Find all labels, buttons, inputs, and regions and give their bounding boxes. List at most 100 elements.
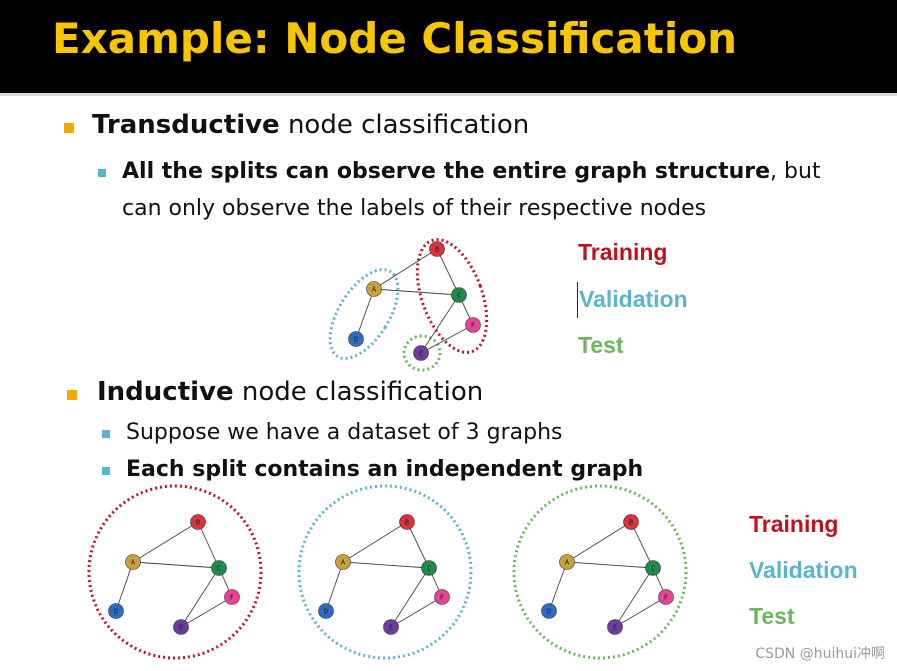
section2-heading-bold: Inductive: [97, 377, 234, 407]
graph-node-label: E: [389, 624, 393, 632]
graph-edge-BC: [436, 248, 460, 296]
graph-node-label: C: [651, 565, 655, 573]
graph-node-label: F: [440, 594, 444, 602]
graph-edge-AB: [373, 248, 438, 290]
graph-node-b: [623, 514, 639, 530]
graph-edge-CE: [390, 567, 430, 628]
text-cursor: [577, 282, 578, 318]
graph-node-label: B: [629, 519, 633, 527]
section1-heading-bold: Transductive: [92, 110, 280, 140]
graph-edge-EF: [180, 596, 233, 628]
graph-node-label: F: [471, 322, 475, 330]
legend-test: Test: [578, 332, 624, 358]
test-split-ellipse: [402, 334, 442, 372]
sub-bullet: [102, 430, 110, 438]
graph-node-e: [607, 619, 623, 635]
validation-split-ellipse: [328, 268, 400, 360]
test-graph: A B C D E F: [541, 514, 674, 635]
graph-node-c: [421, 560, 437, 576]
graph-node-label: D: [547, 608, 551, 616]
test-graph-circle: [512, 484, 688, 660]
graph-node-label: E: [179, 624, 183, 632]
sub-bullet: [98, 169, 106, 177]
section1-sub-rest: , but: [770, 159, 821, 184]
graph-edge-AD: [355, 288, 375, 340]
transductive-graph: A B C D E F: [348, 241, 481, 361]
graph-node-label: C: [457, 292, 461, 300]
graph-edge-BC: [406, 521, 430, 569]
section2-sub1: Suppose we have a dataset of 3 graphs: [126, 420, 563, 445]
graph-node-e: [413, 345, 429, 361]
section1-heading-rest: node classification: [279, 110, 530, 140]
bullet-square: [67, 390, 77, 400]
graph-node-b: [190, 514, 206, 530]
graph-node-label: E: [419, 350, 423, 358]
graph-edge-AB: [566, 521, 632, 563]
graph-node-label: A: [372, 286, 377, 294]
graph-node-d: [108, 603, 124, 619]
section2-sub2: Each split contains an independent graph: [126, 457, 644, 482]
graph-node-label: D: [324, 608, 328, 616]
graph-node-b: [429, 241, 445, 257]
legend-training-2: Training: [749, 511, 839, 537]
graph-node-label: A: [565, 559, 570, 567]
training-split-ellipse: [415, 238, 489, 354]
training-graph-circle: [87, 484, 263, 660]
graph-node-f: [224, 589, 240, 605]
validation-graph-circle: [297, 484, 473, 660]
graph-node-f: [658, 589, 674, 605]
graph-node-label: D: [114, 608, 118, 616]
graph-edge-AD: [548, 561, 568, 612]
graph-edge-CE: [614, 567, 654, 628]
section1-heading: Transductive node classification: [92, 110, 529, 140]
graph-node-a: [366, 281, 382, 297]
graph-edge-AD: [115, 561, 134, 612]
graph-node-a: [335, 554, 351, 570]
graph-node-label: D: [354, 336, 358, 344]
graph-node-f: [465, 317, 481, 333]
graph-node-label: B: [405, 519, 409, 527]
legend-test-2: Test: [749, 603, 795, 629]
title-bar: Example: Node Classification: [0, 0, 897, 93]
graph-edge-AC: [566, 561, 654, 569]
graph-node-c: [211, 560, 227, 576]
graph-edge-EF: [420, 324, 474, 354]
graph-node-c: [645, 560, 661, 576]
graph-node-f: [434, 589, 450, 605]
graph-node-label: A: [341, 559, 346, 567]
slide-title: Example: Node Classification: [52, 14, 737, 63]
graph-node-c: [451, 287, 467, 303]
graph-node-d: [348, 331, 364, 347]
graph-node-d: [541, 603, 557, 619]
graph-node-label: B: [435, 246, 439, 254]
graph-edge-AB: [132, 521, 199, 563]
graph-edge-AD: [325, 561, 344, 612]
section1-sub-bold: All the splits can observe the entire gr…: [122, 159, 771, 184]
graph-edge-CE: [180, 567, 220, 628]
graph-edge-BC: [197, 521, 220, 569]
graph-node-b: [399, 514, 415, 530]
legend-validation: Validation: [579, 286, 688, 312]
watermark: CSDN @huihui冲啊: [755, 646, 885, 662]
graph-node-label: E: [613, 624, 617, 632]
graph-node-label: C: [217, 565, 221, 573]
bullet-square: [64, 123, 74, 133]
graph-node-label: B: [196, 519, 200, 527]
graph-edge-BC: [630, 521, 654, 569]
section1-sub-line2: can only observe the labels of their res…: [122, 196, 707, 221]
graph-node-d: [318, 603, 334, 619]
graph-node-label: F: [664, 594, 668, 602]
graph-edge-EF: [614, 596, 667, 628]
legend-validation-2: Validation: [749, 557, 858, 583]
graph-node-e: [173, 619, 189, 635]
graph-edge-AC: [342, 561, 430, 569]
graph-edge-AB: [342, 521, 408, 563]
section2-heading: Inductive node classification: [97, 377, 483, 407]
graph-edge-CE: [420, 294, 460, 354]
section1-sub-line1: All the splits can observe the entire gr…: [122, 159, 821, 184]
graph-edge-EF: [390, 596, 443, 628]
section2-heading-rest: node classification: [233, 377, 484, 407]
